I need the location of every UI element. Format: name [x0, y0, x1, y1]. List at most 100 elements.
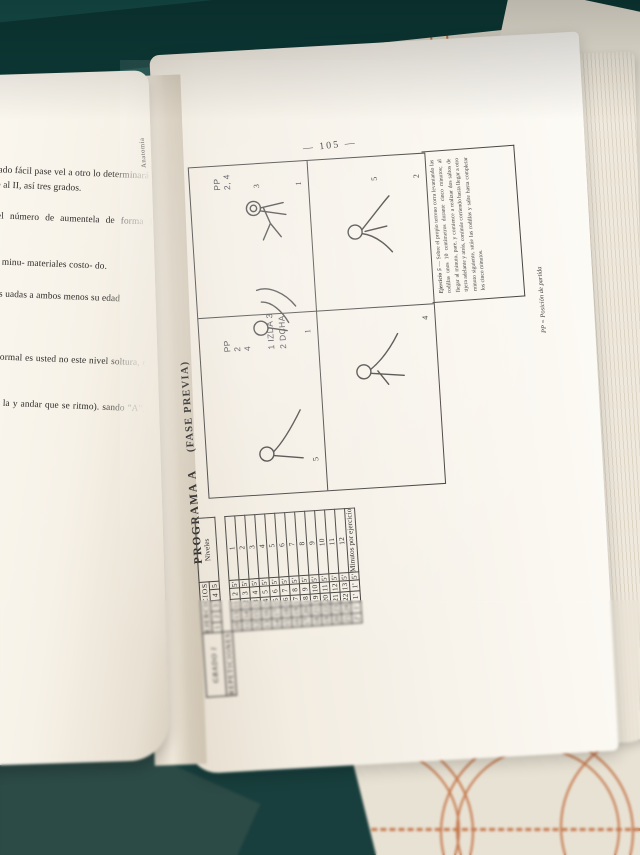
cell: 8	[289, 584, 301, 596]
cell: 12	[329, 581, 341, 593]
cell: 5'	[268, 577, 280, 587]
cell: 14	[260, 596, 271, 609]
handwriting-2: 2	[232, 346, 243, 353]
minutes-cell: 5'	[348, 572, 360, 581]
cell: 20	[331, 613, 343, 626]
program-table: GRADO I EJERCICIOS Niveles 1 2 3 4 5 REP…	[194, 507, 367, 698]
left-page-text: ulta demasiado fácil pase vel a otro lo …	[0, 162, 155, 449]
left-paragraph-6: supuesto de normal es usted no este nive…	[0, 350, 147, 369]
cell: 5'	[288, 576, 300, 585]
cell: 23	[330, 602, 342, 615]
cell: 10	[309, 582, 321, 595]
cell: 5'	[318, 574, 330, 583]
cell: 7	[279, 584, 291, 597]
left-paragraph-3: pera los diez minu- materiales costo- do…	[0, 256, 108, 273]
cell: 16	[291, 616, 303, 628]
cell: 5'	[338, 572, 350, 582]
left-paragraph-7: amiento cepto la y andar que se ritmo). …	[0, 397, 146, 415]
cell: 19	[321, 614, 333, 626]
cell: 5'	[328, 573, 340, 583]
cell: 20	[300, 604, 312, 617]
stick-figure-5	[252, 401, 316, 475]
table-exercise-num-4: 4	[209, 589, 221, 601]
figure-cell-number-5: 5	[369, 176, 379, 182]
cell: 11	[230, 598, 241, 611]
page-folio: — 105 —	[302, 137, 358, 155]
cell: 13	[261, 618, 273, 630]
exercise-note-text: Ejercicio 5 — Sobre el propio terreno co…	[428, 156, 488, 294]
minutes-cell: 1'	[350, 590, 361, 603]
cell: 11	[241, 619, 253, 632]
cell: 14	[240, 608, 252, 621]
cell: 18	[300, 594, 311, 606]
footnote-pp: PP = Posición de partida	[536, 266, 549, 334]
cell: 16	[260, 607, 272, 620]
handwriting-24: 2, 4	[221, 173, 233, 191]
cell: 11	[319, 582, 331, 594]
exercise-note-label: Ejercicio 5	[437, 267, 445, 294]
handwriting-pp-2: PP	[221, 339, 233, 353]
cell: 14	[271, 617, 283, 630]
open-book: ulta demasiado fácil pase vel a otro lo …	[0, 31, 640, 807]
left-paragraph-4: que sus dedos uadas a ambos menos su eda…	[0, 287, 121, 305]
cell: 19	[290, 605, 302, 618]
figure-cell-number-1: 1	[293, 181, 304, 186]
left-paragraph-5: es máximas	[0, 317, 148, 340]
cell: 5	[259, 586, 271, 598]
figure-grid: 1 3 1 2 5 4 5 PP 2, 4 PP 2 4 1 IZDA 3 2 …	[187, 152, 447, 499]
cell: 6	[269, 585, 281, 597]
cell: 9	[299, 583, 311, 595]
cell: 5'	[239, 579, 250, 589]
cell: 21	[341, 613, 353, 625]
cell: 20	[320, 592, 331, 605]
table-exercise-num-3: 3	[210, 600, 222, 612]
stick-figure-2	[250, 280, 306, 349]
cell: 16	[280, 595, 291, 607]
cell: 21	[310, 604, 322, 616]
cell: 18	[280, 606, 292, 618]
cell: 13	[339, 580, 351, 593]
left-paragraph-2: , reduzca el número de aumentela de form…	[0, 210, 153, 228]
cell: 15	[270, 596, 281, 608]
minutes-cell: 1'	[350, 601, 362, 614]
cell: 17	[290, 594, 301, 607]
cell: 22	[340, 591, 351, 603]
exercise-note-box: Ejercicio 5 — Sobre el propio terreno co…	[421, 144, 526, 304]
program-table-wrap: GRADO I EJERCICIOS Niveles 1 2 3 4 5 REP…	[194, 498, 505, 698]
cell: 17	[301, 615, 313, 628]
cell: 21	[330, 592, 341, 604]
cell: 12	[240, 598, 251, 610]
cell: 19	[310, 593, 321, 605]
cell: 15	[250, 608, 262, 620]
cell: 5'	[229, 580, 240, 589]
cell: 5'	[278, 576, 290, 586]
cell: 24	[340, 602, 352, 614]
stick-figure-1	[239, 192, 301, 266]
figure-cell-number-3: 3	[251, 183, 262, 189]
cell: 5'	[298, 575, 310, 585]
cell: 22	[320, 603, 332, 616]
minutes-cell: 1'	[349, 580, 361, 592]
cell: 5'	[258, 578, 270, 587]
cell: 13	[231, 609, 242, 622]
table-exercise-num-2: 2	[211, 610, 222, 623]
cell: 2	[229, 588, 241, 600]
cell: 12	[251, 619, 263, 631]
figure-cell-number-2: 2	[411, 173, 421, 179]
handwriting-4: 4	[242, 345, 253, 352]
right-page-content: — 105 — Anatomía PROGRAMA A (FASE PREVIA…	[139, 82, 598, 748]
cell: 18	[311, 615, 323, 627]
figure-cell-number-4: 4	[420, 315, 430, 321]
table-exercise-num-1: 1	[211, 621, 223, 634]
cell: 5'	[308, 574, 320, 584]
stick-figure-4	[351, 322, 419, 396]
cell: 15	[281, 617, 293, 629]
cell: 10	[231, 620, 243, 632]
minutes-cell: 2'	[351, 612, 363, 624]
cell: 3	[239, 587, 251, 599]
cell: 17	[270, 606, 282, 619]
table-exercise-num-5: 5	[209, 581, 220, 591]
cell: 5'	[249, 578, 260, 588]
stick-figure-3	[341, 189, 408, 267]
